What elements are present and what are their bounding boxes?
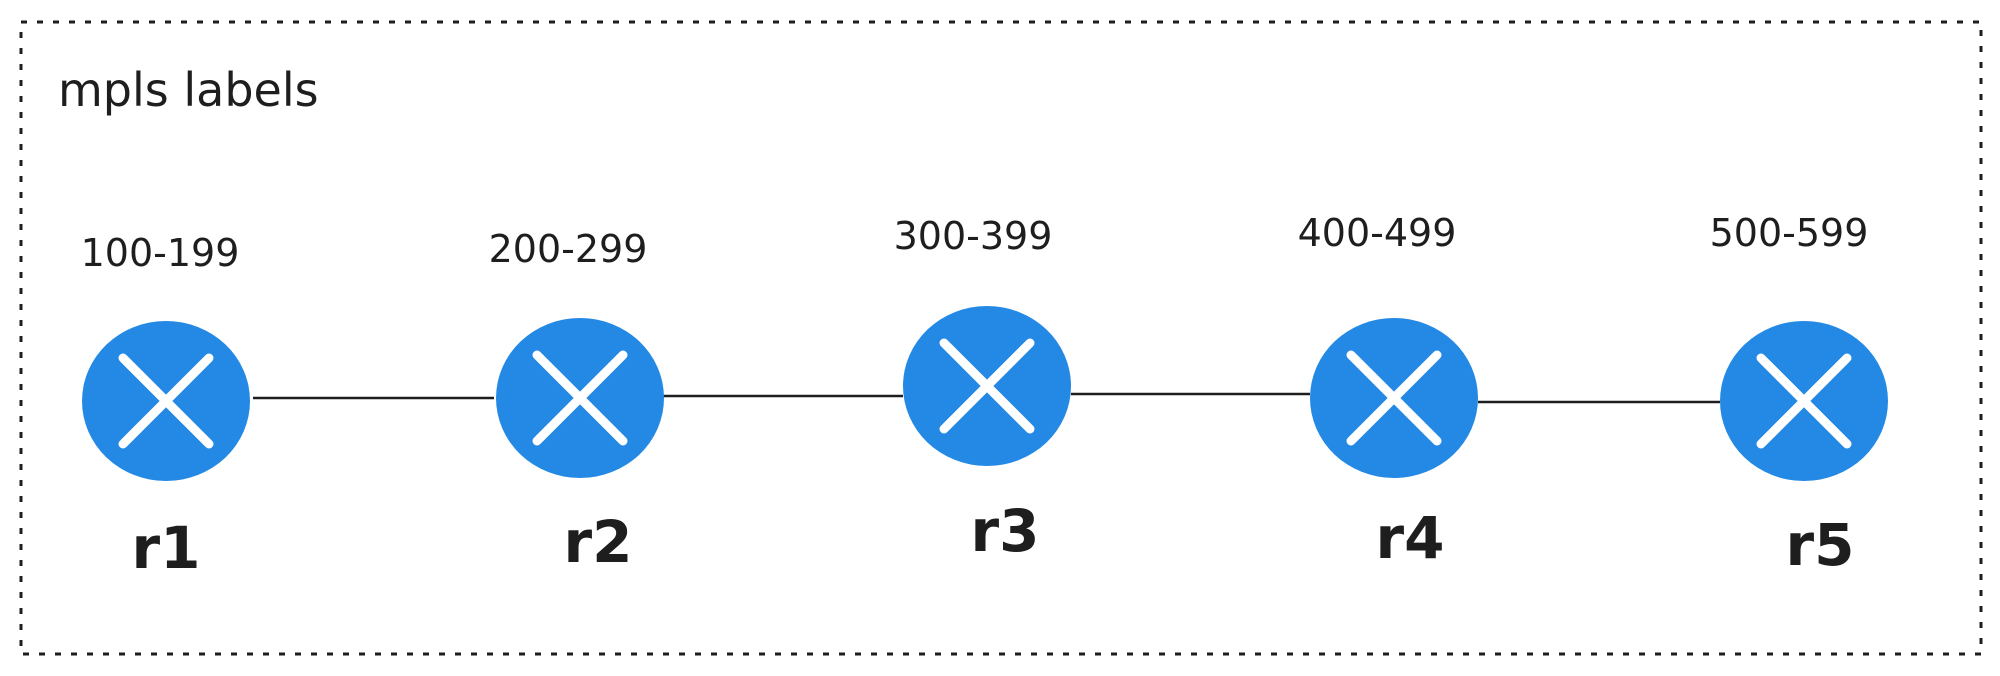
router-name-r1: r1 — [132, 514, 201, 582]
label-range-r5: 500-599 — [1710, 211, 1869, 255]
router-icon — [903, 306, 1071, 466]
router-name-r4: r4 — [1376, 504, 1445, 572]
router-name-r5: r5 — [1786, 511, 1855, 579]
router-icon — [82, 321, 250, 481]
frame-title: mpls labels — [58, 63, 319, 117]
router-icon — [1720, 321, 1888, 481]
frame-border — [19, 20, 1983, 656]
links — [253, 392, 1720, 404]
router-name-r3: r3 — [971, 497, 1040, 565]
label-range-r4: 400-499 — [1298, 211, 1457, 255]
router-name-r2: r2 — [564, 508, 633, 576]
router-icon — [1310, 318, 1478, 478]
label-range-r2: 200-299 — [489, 227, 648, 271]
router-icon — [496, 318, 664, 478]
router-r1[interactable]: 100-199 r1 — [81, 231, 250, 582]
router-r4[interactable]: 400-499 r4 — [1298, 211, 1478, 572]
router-r3[interactable]: 300-399 r3 — [894, 214, 1071, 565]
label-range-r3: 300-399 — [894, 214, 1053, 258]
router-r5[interactable]: 500-599 r5 — [1710, 211, 1888, 579]
router-r2[interactable]: 200-299 r2 — [489, 227, 664, 576]
label-range-r1: 100-199 — [81, 231, 240, 275]
